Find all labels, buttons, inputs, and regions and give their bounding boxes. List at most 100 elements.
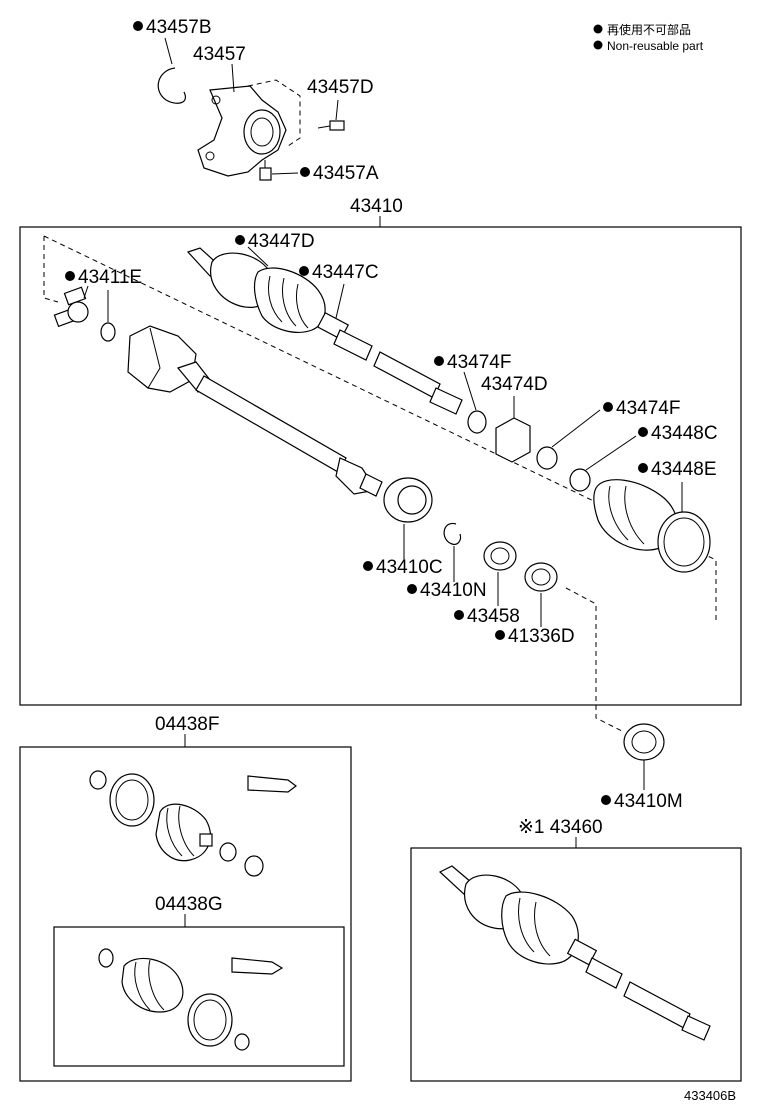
shaft-assembly-group: 43410 43447D 43447C 43411E 43474F 43474D… [19,196,742,733]
label-43460: ※1 43460 [518,817,603,838]
clamp-band-drawing [187,993,233,1047]
label-43410M: 43410M [614,791,683,812]
dashed-guide [43,235,717,620]
label-43474F-a: 43474F [447,352,511,373]
boot-fold [166,807,183,857]
seal-43410M-drawing [623,723,665,761]
boot-fold [178,805,195,857]
outer-boot [501,891,579,965]
complete-shaft-43460-group: ※1 43460 [410,817,742,1082]
bearing-43410C-drawing [383,477,433,560]
label-43457D: 43457D [307,77,374,98]
tripod-hub [67,301,89,323]
snap-ring-43474F-drawing [467,410,487,434]
leader-line [164,37,173,65]
dashed-outline [247,79,301,147]
non-reusable-bullet-icon [235,235,245,245]
label-43410: 43410 [350,196,403,217]
long-shaft [195,375,347,473]
boot-fold [624,485,645,545]
label-43411E: 43411E [78,267,142,288]
tripod-drawing [53,285,116,342]
boot-kit-04438G-group: 04438G [53,894,345,1067]
label-43447C: 43447C [312,262,379,283]
leader-line [585,435,637,471]
label-43448E: 43448E [651,459,717,480]
boot-clamp-band [657,511,711,573]
label-43457A: 43457A [313,163,379,184]
dashed-guide [565,587,625,733]
clamp-drawing [244,855,264,877]
shaft-section [585,957,623,989]
leader-line [83,285,89,299]
bolt-head-drawing [329,120,345,131]
shaft-section [333,329,373,361]
bracket-bore-drawing [243,109,281,155]
boot-fold [608,485,629,541]
outer-boot [253,267,326,333]
shaft-spline [429,387,463,415]
leader-line [335,99,339,121]
leader-line [335,283,345,319]
boot-fold [134,961,151,1011]
label-41336D: 41336D [508,626,575,647]
legend-japanese: 再使用不可部品 [607,22,691,37]
leader-line [271,172,299,175]
boot-clamp [566,938,598,966]
clamp-band-inner [115,779,149,821]
non-reusable-bullet-icon [133,21,143,31]
bolt-hole [205,151,215,161]
leader-line [231,63,235,93]
shaft-section [373,351,441,399]
dashed-guide [43,236,59,303]
snap-ring-drawing [157,67,186,104]
legend-english: Non-reusable part [607,39,704,53]
label-43458: 43458 [467,606,520,627]
leader-line [551,409,601,448]
kit-box-04438F [19,746,352,1082]
boot-drawing [121,957,184,1013]
shaft-spline-end [359,473,383,497]
bolt-hole [211,95,221,105]
boot-fold [518,897,535,953]
label-43474F-b: 43474F [616,398,680,419]
boot-neck [199,833,213,847]
bracket-bore-inner [250,117,274,147]
non-reusable-bullet-icon [603,402,613,412]
inner-boot-43448E-drawing [593,479,711,573]
seal-inner [490,547,510,565]
assembly-box-43410 [19,226,742,706]
non-reusable-bullet-icon [593,24,603,34]
boot-drawing [155,803,211,862]
seal-43410M-group: 43410M [601,723,683,812]
leader-line [247,246,269,267]
boot-fold [295,283,309,329]
non-reusable-bullet-icon [638,427,648,437]
snap-ring [100,322,116,342]
non-reusable-bullet-icon [495,630,505,640]
clamp-drawing [234,1033,250,1051]
boot-clamp-band-inner [663,517,705,567]
clip-43410N-drawing [443,522,462,545]
non-reusable-bullet-icon [65,271,75,281]
boot-kit-04438F-group: 04438F [19,714,352,1082]
seal-inner [531,568,551,586]
outer-joint-shaft-drawing [186,246,463,415]
diagram-id: 433406B [684,1088,736,1103]
boot-fold [534,901,551,957]
label-43457: 43457 [193,44,246,65]
legend: 再使用不可部品 Non-reusable part [593,22,704,53]
seal-inner [631,730,657,754]
non-reusable-bullet-icon [363,561,373,571]
label-43448C: 43448C [651,423,718,444]
tripod-roller-drawing [495,417,531,463]
inner-joint-housing [127,325,197,393]
label-43474D: 43474D [481,374,548,395]
kit-box-04438G [53,926,345,1067]
non-reusable-bullet-icon [454,610,464,620]
non-reusable-bullet-icon [299,266,309,276]
boot-fold [268,275,283,323]
inner-joint-shaft-drawing [127,325,383,497]
housing-edge [147,327,161,389]
